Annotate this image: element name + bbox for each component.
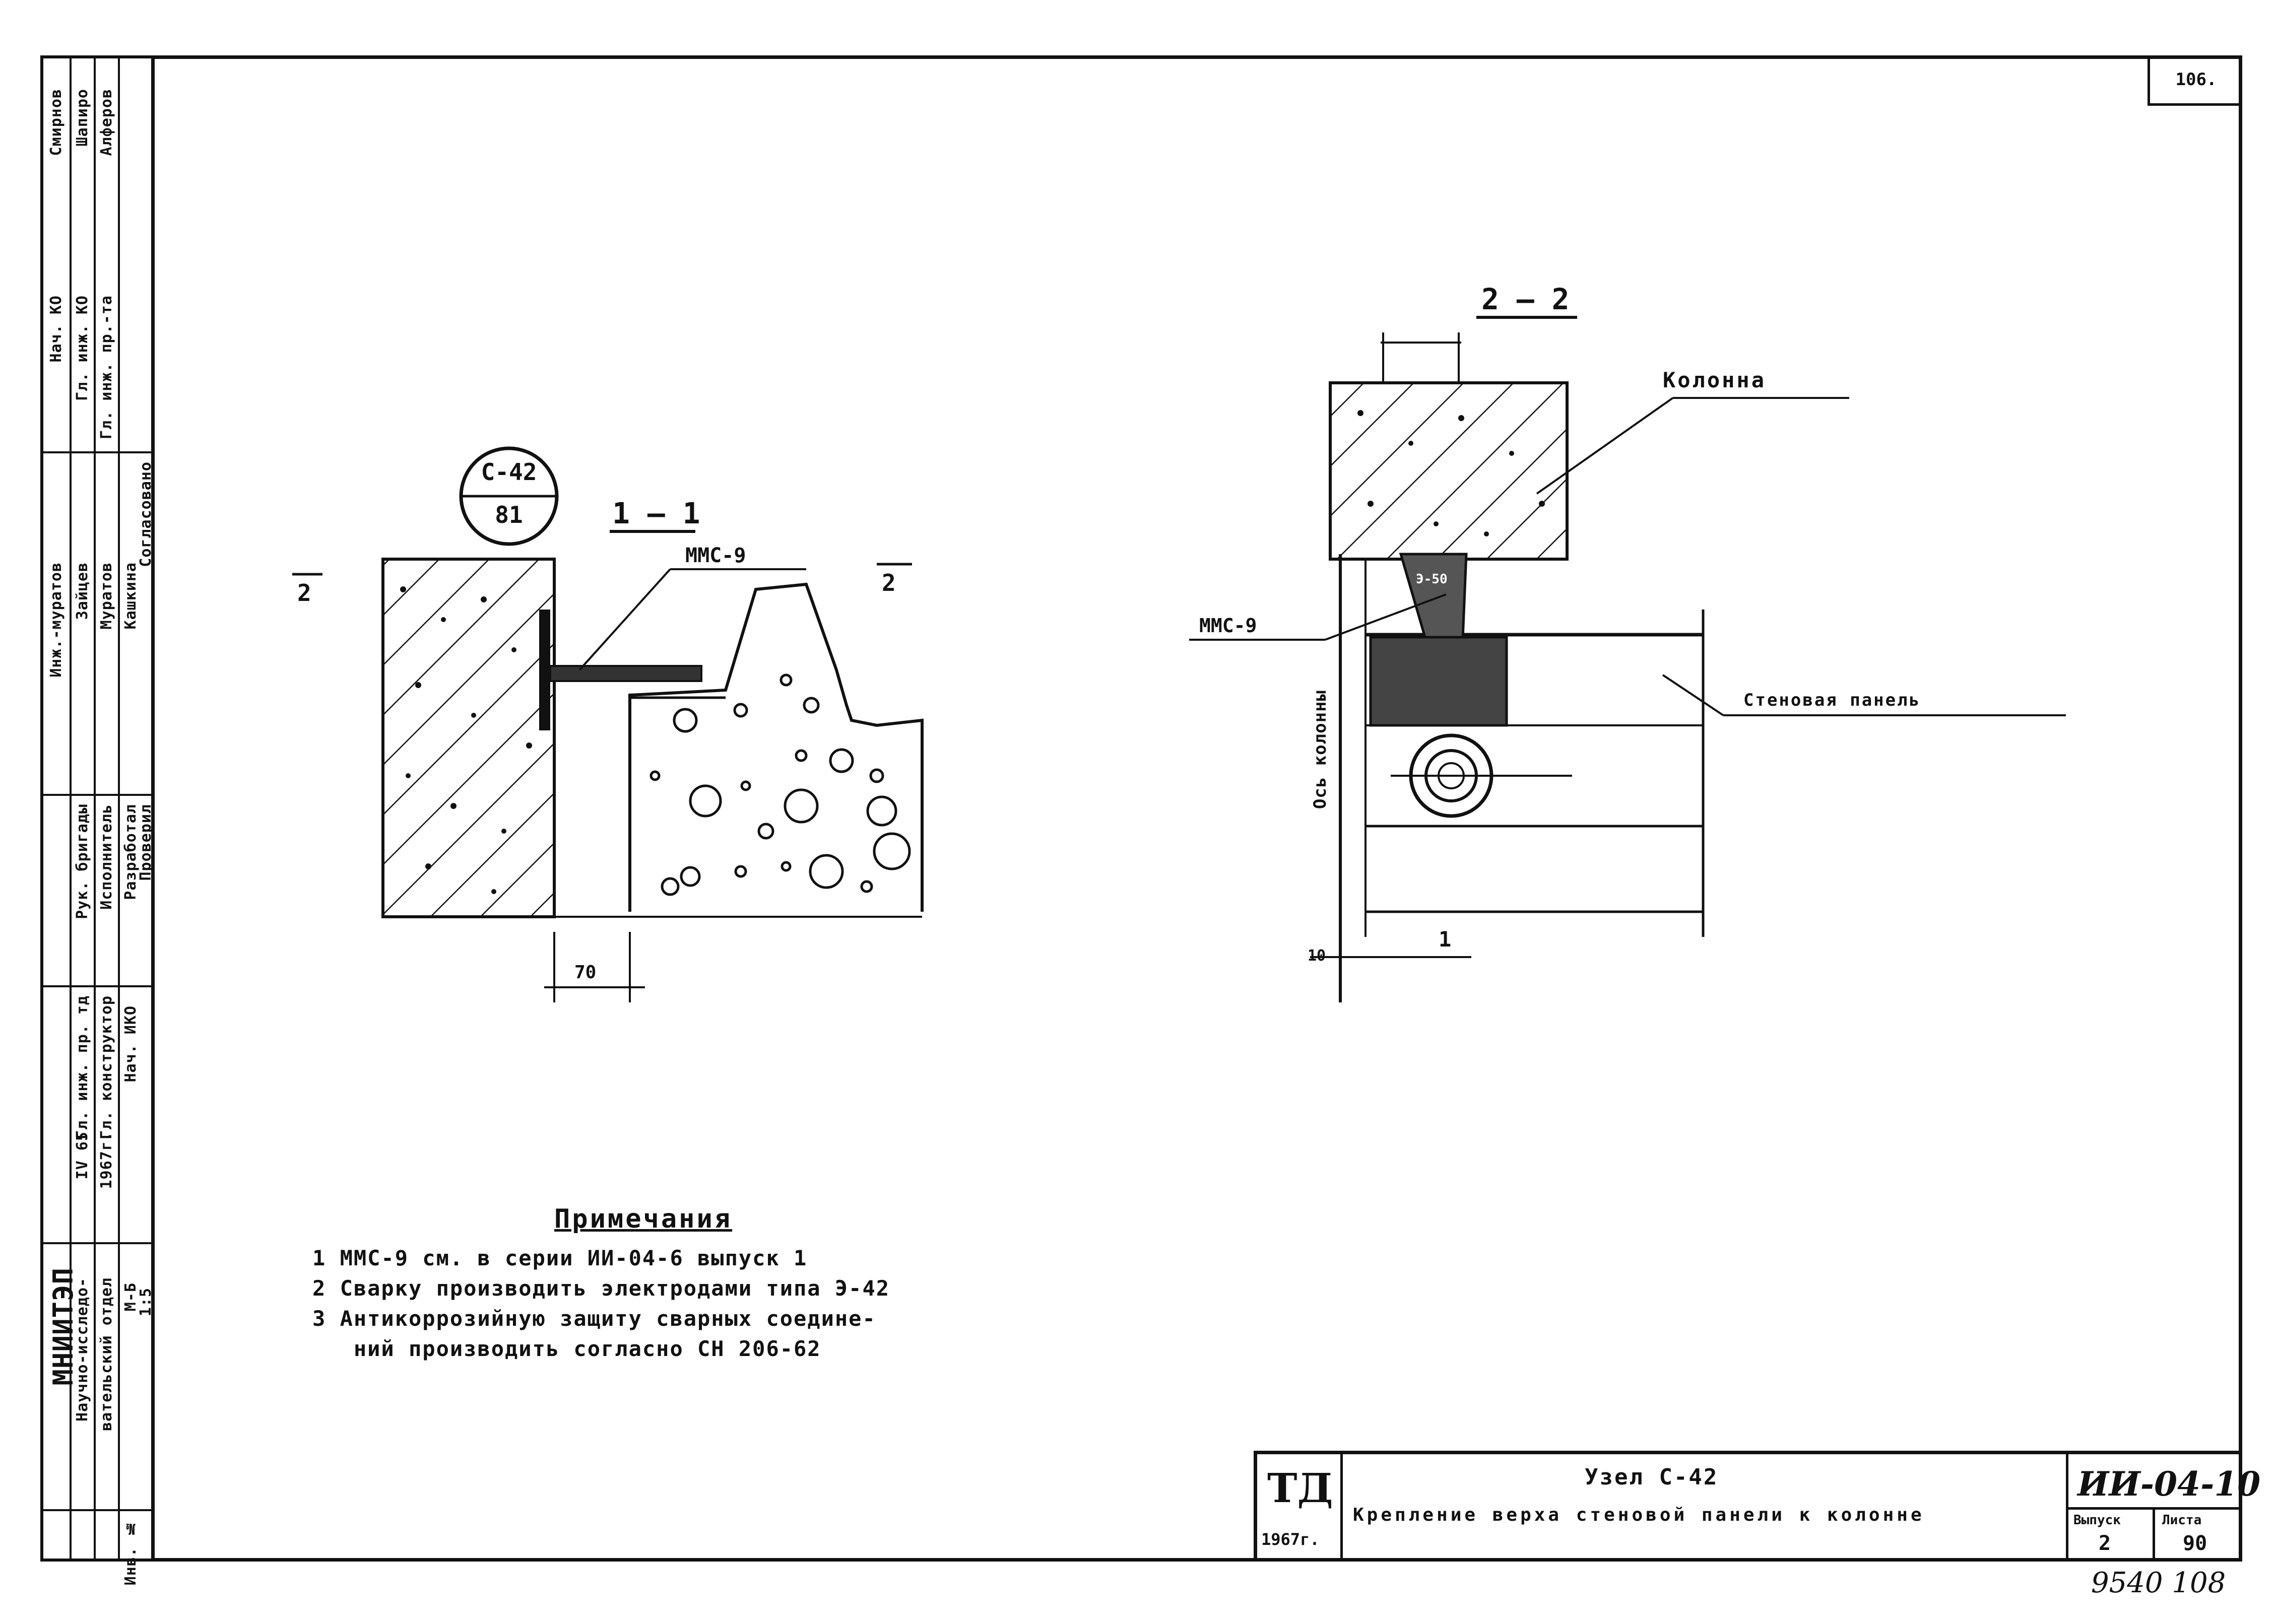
axis-label: Ось колонны	[1310, 690, 1330, 809]
org-logo: ТД	[1267, 1464, 1333, 1512]
section-1-1-title: 1 – 1	[612, 496, 700, 530]
sheet-label: Листа	[2162, 1513, 2202, 1528]
concrete-dots	[400, 586, 532, 894]
dimension-70: 70	[574, 962, 597, 983]
part-label-left: ММС-9	[685, 544, 746, 567]
stamp-divider	[43, 1509, 151, 1511]
panel-profile	[628, 582, 924, 912]
notes-block: Примечания 1 ММС-9 см. в серии ИИ-04-6 в…	[312, 1204, 1119, 1364]
weld-label: Э-50	[1416, 572, 1448, 587]
note-item: ний производить согласно СН 206-62	[312, 1336, 821, 1361]
stamp-divider	[43, 794, 151, 796]
title-block: ТД 1967г. Узел С-42 Крепление верха стен…	[1254, 1451, 2260, 1562]
section-2-2-title: 2 – 2	[1481, 282, 1570, 316]
issue-number: 2	[2099, 1532, 2111, 1555]
connection-bar	[549, 665, 702, 682]
stamp-divider	[43, 1242, 151, 1244]
stamp-divider	[118, 58, 120, 1559]
stamp-divider	[43, 451, 151, 453]
dimension-10: 10	[1308, 947, 1326, 965]
stamp-divider	[43, 985, 151, 987]
note-item: 3 Антикоррозийную защиту сварных соедине…	[312, 1306, 876, 1331]
part-label-right: ММС-9	[1199, 615, 1257, 637]
column-label: Колонна	[1663, 368, 1767, 392]
panel-aggregate	[649, 673, 911, 896]
drawing-title: Крепление верха стеновой панели к колонн…	[1353, 1505, 1925, 1525]
panel-label: Стеновая панель	[1743, 690, 1921, 710]
org-cell: ТД 1967г.	[1257, 1454, 1343, 1558]
embedded-block	[1369, 636, 1508, 727]
stamp-divider	[94, 58, 96, 1559]
notes-title: Примечания	[554, 1204, 733, 1234]
cut-marker-left: 2	[297, 579, 311, 606]
drawing-frame	[151, 55, 2242, 1562]
section-1-1	[292, 446, 924, 1002]
series-cell: ИИ-04-10	[2068, 1454, 2260, 1510]
note-item: 1 ММС-9 см. в серии ИИ-04-6 выпуск 1	[312, 1246, 808, 1270]
callout-top-label: С-42	[481, 458, 537, 486]
cut-marker-right: 2	[882, 569, 896, 596]
archive-number: 9540 108	[2091, 1567, 2226, 1599]
column-section	[381, 558, 556, 918]
embedded-plate	[539, 610, 550, 730]
year-label: 1967г.	[1261, 1530, 1320, 1549]
node-label: Узел С-42	[1585, 1464, 1719, 1490]
sheet-value: 90	[2183, 1532, 2207, 1555]
callout-bottom-label: 81	[495, 501, 523, 528]
issue-label: Выпуск	[2073, 1513, 2121, 1528]
section-2-2	[1189, 316, 2066, 1002]
issue-cell: Выпуск 2	[2068, 1510, 2155, 1558]
note-item: 2 Сварку производить электродами типа Э-…	[312, 1276, 890, 1301]
stamp-strip: МНИИТЭП Научно-исследо- вательский отдел…	[40, 55, 155, 1585]
cut-marker-bottom: 1	[1439, 927, 1452, 952]
series-code: ИИ-04-10	[2077, 1464, 2261, 1504]
stamp-divider	[70, 58, 72, 1559]
column-block	[1329, 381, 1569, 561]
title-cell: Узел С-42 Крепление верха стеновой панел…	[1343, 1454, 2068, 1558]
sheet-number: 106.	[2148, 55, 2242, 106]
sheet-cell: Листа 90	[2155, 1510, 2242, 1558]
